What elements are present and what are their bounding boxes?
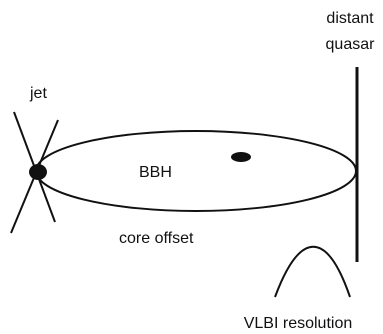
- distant-quasar-label-line1: distant: [326, 10, 374, 27]
- black-hole-secondary: [231, 152, 251, 162]
- vlbi-resolution-curve: [274, 245, 351, 298]
- core-offset-label: core offset: [119, 230, 194, 247]
- vlbi-resolution-label: VLBI resolution: [244, 315, 353, 332]
- distant-quasar-label-line2: quasar: [326, 36, 376, 53]
- jet-label: jet: [29, 85, 47, 102]
- orbit-ellipse: [35, 130, 357, 212]
- black-hole-primary: [29, 164, 47, 180]
- bbh-label: BBH: [139, 164, 172, 181]
